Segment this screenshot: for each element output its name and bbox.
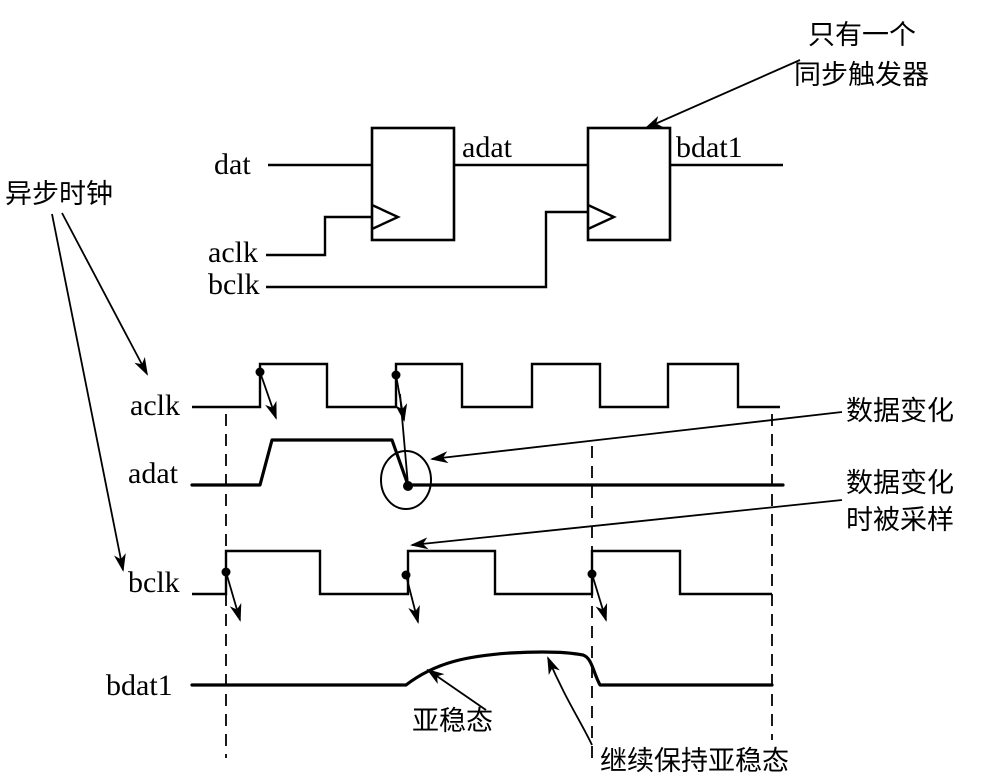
sample-arrow xyxy=(225,571,242,622)
data-change-label: 数据变化 xyxy=(846,396,954,427)
single-sync-ff-arrow xyxy=(644,59,801,129)
data-change-arrow xyxy=(430,411,843,464)
single-sync-ff-line1: 只有一个 xyxy=(808,20,916,51)
metastable-arrow xyxy=(426,668,487,711)
timing-label-bdat1: bdat1 xyxy=(106,669,173,702)
keep-metastable-arrow xyxy=(547,656,593,746)
sample-edge-markers xyxy=(221,367,608,624)
aclk-circuit-label: aclk xyxy=(208,236,258,269)
sample-guide-line xyxy=(399,393,409,486)
single-sync-ff-line2: 同步触发器 xyxy=(794,60,929,91)
flip-flop-a xyxy=(370,126,456,242)
timing-diagram: aclk adat bclk bdat1 xyxy=(106,362,785,758)
sample-arrow xyxy=(405,574,420,624)
bdat1-waveform xyxy=(190,650,774,687)
circuit-schematic: dat adat bdat1 aclk bclk xyxy=(208,126,783,301)
async-clocks-label: 异步时钟 xyxy=(5,179,113,210)
bclk-circuit-label: bclk xyxy=(208,268,260,301)
keep-metastable-label: 继续保持亚稳态 xyxy=(600,746,789,777)
dat-label: dat xyxy=(214,148,251,181)
bclk-wire xyxy=(266,210,588,289)
async-clocks-arrow-aclk xyxy=(61,212,148,376)
annotation-sampled: 数据变化 时被采样 xyxy=(410,468,954,550)
flip-flop-b-clock-triangle xyxy=(587,203,617,231)
flip-flop-b xyxy=(586,126,672,242)
sampled-arrow xyxy=(410,499,843,550)
sampled-line2: 时被采样 xyxy=(846,505,954,536)
async-clocks-arrow-bclk xyxy=(51,213,126,572)
sampled-line1: 数据变化 xyxy=(846,468,954,499)
aclk-waveform xyxy=(192,362,780,409)
bdat1-label: bdat1 xyxy=(676,131,743,164)
timing-label-adat: adat xyxy=(128,457,179,490)
annotation-async-clocks: 异步时钟 xyxy=(5,179,148,572)
timing-label-aclk: aclk xyxy=(130,389,180,422)
metastable-label: 亚稳态 xyxy=(412,706,493,737)
data-change-dot xyxy=(403,481,413,491)
sample-arrow xyxy=(591,573,608,622)
bclk-waveform xyxy=(192,549,772,596)
aclk-wire xyxy=(266,215,372,257)
annotation-metastable: 亚稳态 xyxy=(412,668,493,737)
adat-label: adat xyxy=(462,131,513,164)
flip-flop-a-clock-triangle xyxy=(371,203,401,231)
timing-label-bclk: bclk xyxy=(128,566,180,599)
annotation-keep-metastable: 继续保持亚稳态 xyxy=(547,656,789,777)
annotation-data-change: 数据变化 xyxy=(430,396,954,464)
data-change-circle xyxy=(380,450,432,510)
sample-arrow xyxy=(259,371,277,420)
adat-waveform xyxy=(190,438,785,487)
annotation-single-sync-ff: 只有一个 同步触发器 xyxy=(644,20,929,129)
